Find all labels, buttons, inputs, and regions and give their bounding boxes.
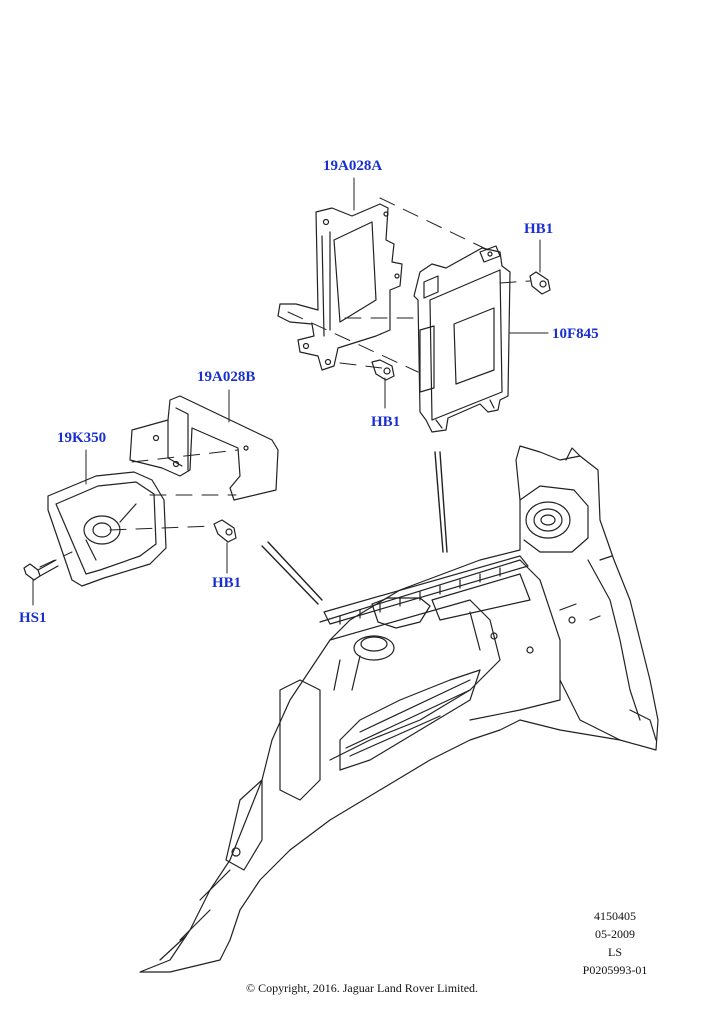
callout-hb1-top-right[interactable]: HB1 [524,221,554,237]
bracket-19a028a-drawing [277,203,403,371]
assembly-dashes [39,197,531,568]
interior-trim-panel-drawing [139,445,659,973]
bolts-drawing [23,271,551,581]
ref-part: P0205993-01 [582,963,648,977]
bolt-module [371,359,395,381]
copyright-notice: © Copyright, 2016. Jaguar Land Rover Lim… [245,981,479,995]
cover-19k350-drawing [47,471,167,587]
bolt-top-right [529,271,551,295]
callout-19a028b[interactable]: 19A028B [197,369,256,385]
ref-date: 05-2009 [595,927,635,941]
callout-19k350[interactable]: 19K350 [57,430,107,446]
install-arrows [261,451,448,605]
module-10f845-drawing [413,245,511,433]
callout-hb1-module[interactable]: HB1 [371,414,401,430]
ref-code: 4150405 [594,909,636,923]
callout-10f845[interactable]: 10F845 [552,326,599,342]
leader-lines [32,177,549,606]
screw-hs1 [23,559,59,581]
callout-hs1[interactable]: HS1 [19,610,47,626]
callout-19a028a[interactable]: 19A028A [323,158,383,174]
callout-hb1-lower[interactable]: HB1 [212,575,242,591]
bolt-lower [213,519,237,543]
bracket-19a028b-drawing [129,395,279,501]
ref-initials: LS [607,945,622,959]
